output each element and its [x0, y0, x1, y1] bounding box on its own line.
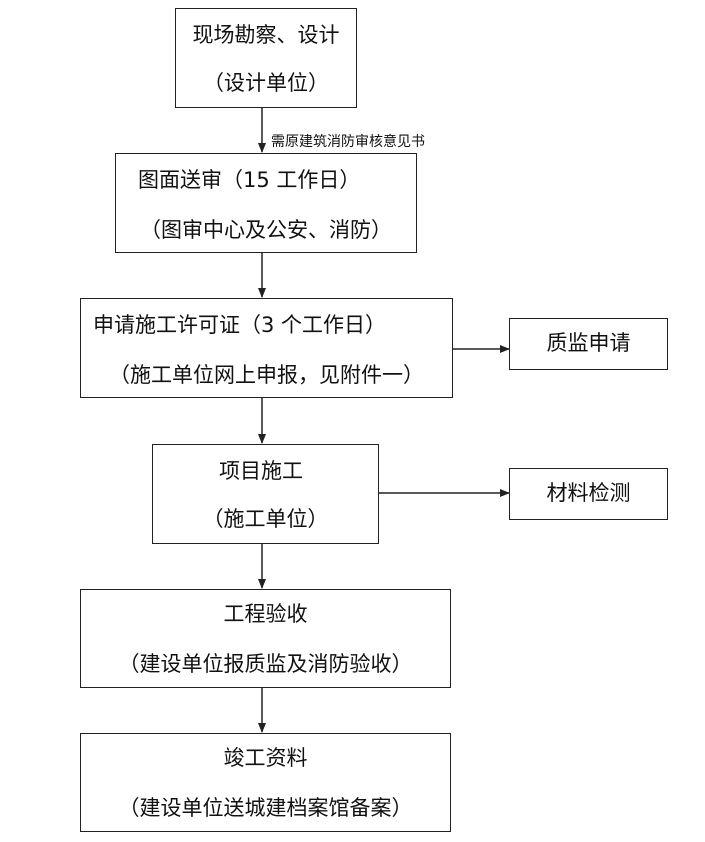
node-quality-label: 质监申请 — [546, 331, 631, 355]
node-review-title: 图面送审（15 工作日） — [138, 168, 361, 192]
node-permit-title: 申请施工许可证（3 个工作日） — [93, 313, 387, 337]
node-material-label: 材料检测 — [546, 481, 631, 505]
node-project-construction: 项目施工 （施工单位） — [152, 444, 379, 544]
node-completion-docs: 竣工资料 （建设单位送城建档案馆备案） — [80, 733, 451, 832]
node-permit-subtitle: （施工单位网上申报，见附件一） — [109, 363, 424, 387]
node-survey-design: 现场勘察、设计 （设计单位） — [175, 8, 357, 108]
node-acceptance-title: 工程验收 — [223, 602, 308, 626]
node-drawing-review: 图面送审（15 工作日） （图审中心及公安、消防） — [115, 153, 417, 253]
node-material-test: 材料检测 — [509, 468, 668, 520]
node-construction-permit: 申请施工许可证（3 个工作日） （施工单位网上申报，见附件一） — [80, 298, 453, 398]
edge-note-fire-review: 需原建筑消防审核意见书 — [271, 134, 425, 150]
node-survey-title: 现场勘察、设计 — [192, 23, 340, 47]
node-construction-subtitle: （施工单位） — [202, 507, 329, 531]
node-quality-apply: 质监申请 — [509, 318, 668, 370]
node-review-subtitle: （图审中心及公安、消防） — [140, 218, 392, 242]
node-completion-subtitle: （建设单位送城建档案馆备案） — [118, 796, 413, 820]
node-acceptance-subtitle: （建设单位报质监及消防验收） — [118, 652, 413, 676]
node-completion-title: 竣工资料 — [223, 746, 308, 770]
node-construction-title: 项目施工 — [219, 459, 303, 483]
node-survey-subtitle: （设计单位） — [203, 71, 329, 95]
node-project-acceptance: 工程验收 （建设单位报质监及消防验收） — [80, 589, 451, 688]
